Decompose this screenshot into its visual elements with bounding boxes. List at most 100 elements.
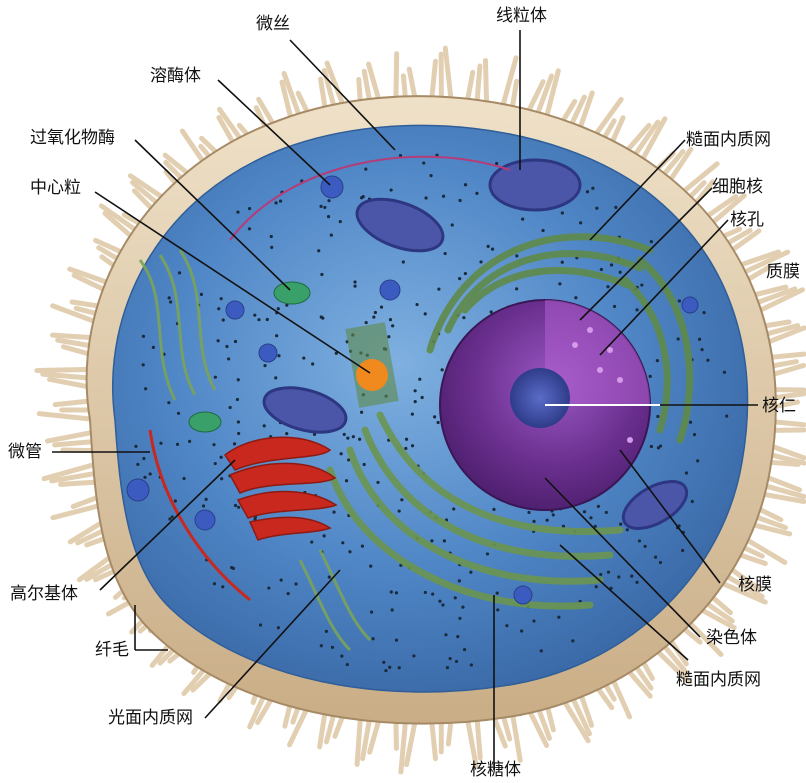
ribosome-dot — [446, 666, 449, 669]
label-smooth-er: 光面内质网 — [108, 708, 193, 728]
ribosome-dot — [421, 396, 424, 399]
ribosome-dot — [496, 608, 499, 611]
ribosome-dot — [630, 575, 633, 578]
ribosome-dot — [340, 452, 343, 455]
ribosome-dot — [644, 545, 647, 548]
ribosome-dot — [398, 509, 401, 512]
ribosome-dot — [458, 579, 461, 582]
ribosome-dot — [142, 457, 145, 460]
ribosome-dot — [237, 432, 240, 435]
ribosome-dot — [424, 312, 427, 315]
ribosome-dot — [227, 357, 230, 360]
ribosome-dot — [328, 576, 331, 579]
ribosome-dot — [430, 539, 433, 542]
ribosome-dot — [142, 335, 145, 338]
ribosome-dot — [418, 378, 421, 381]
ribosome-dot — [656, 359, 659, 362]
ribosome-dot — [205, 498, 208, 501]
ribosome-dot — [414, 400, 417, 403]
ribosome-dot — [562, 525, 565, 528]
ribosome-dot — [454, 596, 457, 599]
ribosome-dot — [237, 506, 240, 509]
ribosome-dot — [365, 321, 368, 324]
ribosome-dot — [371, 637, 374, 640]
ribosome-dot — [167, 401, 170, 404]
ribosome-dot — [234, 504, 237, 507]
ribosome-dot — [340, 655, 343, 658]
ribosome-dot — [257, 318, 260, 321]
ribosome-dot — [363, 463, 366, 466]
ribosome-dot — [302, 356, 305, 359]
ribosome-dot — [532, 619, 535, 622]
ribosome-dot — [441, 603, 444, 606]
ribosome-dot — [360, 196, 363, 199]
ribosome-dot — [725, 415, 728, 418]
ribosome-dot — [346, 663, 349, 666]
ribosome-dot — [597, 505, 600, 508]
ribosome-dot — [619, 271, 622, 274]
ribosome-dot — [248, 207, 251, 210]
ribosome-dot — [469, 571, 472, 574]
ribosome-dot — [310, 540, 313, 543]
label-golgi: 高尔基体 — [10, 584, 78, 604]
ribosome-dot — [571, 639, 574, 642]
ribosome-dot — [579, 221, 582, 224]
ribosome-dot — [236, 211, 239, 214]
ribosome-dot — [441, 368, 444, 371]
ribosome-dot — [331, 646, 334, 649]
ribosome-dot — [444, 252, 447, 255]
ribosome-dot — [332, 510, 335, 513]
ribosome-dot — [234, 340, 237, 343]
ribosome-dot — [390, 590, 393, 593]
ribosome-dot — [677, 337, 680, 340]
ribosome-dot — [479, 260, 482, 263]
ribosome-dot — [505, 624, 508, 627]
ribosome-dot — [221, 585, 224, 588]
ribosome-dot — [376, 481, 379, 484]
ribosome-dot — [168, 517, 171, 520]
ribosome-dot — [463, 648, 466, 651]
ribosome-dot — [398, 666, 401, 669]
ribosome-dot — [159, 442, 162, 445]
ribosome-dot — [424, 196, 427, 199]
ribosome-dot — [319, 205, 322, 208]
ribosome-dot — [552, 513, 555, 516]
ribosome-dot — [387, 335, 390, 338]
ribosome-dot — [617, 575, 620, 578]
ribosome-dot — [358, 438, 361, 441]
ribosome-dot — [404, 447, 407, 450]
ribosome-dot — [451, 223, 454, 226]
ribosome-dot — [698, 338, 701, 341]
ribosome-dot — [176, 443, 179, 446]
ribosome-dot — [591, 187, 594, 190]
label-cilia: 纤毛 — [95, 640, 129, 660]
ribosome-dot — [635, 308, 638, 311]
ribosome-dot — [685, 471, 688, 474]
ribosome-dot — [294, 582, 297, 585]
ribosome-dot — [444, 633, 447, 636]
ribosome-dot — [341, 541, 344, 544]
ribosome-dot — [702, 311, 705, 314]
label-ribosome: 核糖体 — [470, 760, 521, 780]
ribosome-dot — [600, 268, 603, 271]
ribosome-dot — [232, 567, 235, 570]
ribosome-dot — [411, 444, 414, 447]
ribosome-dot — [400, 498, 403, 501]
ribosome-dot — [586, 190, 589, 193]
ribosome-dot — [437, 288, 440, 291]
ribosome-dot — [346, 436, 349, 439]
ribosome-dot — [275, 334, 278, 337]
ribosome-dot — [431, 593, 434, 596]
ribosome-dot — [464, 183, 467, 186]
ribosome-dot — [391, 324, 394, 327]
ribosome-dot — [320, 273, 323, 276]
ribosome-dot — [723, 371, 726, 374]
ribosome-dot — [487, 245, 490, 248]
ribosome-dot — [693, 433, 696, 436]
ribosome-dot — [614, 206, 617, 209]
ribosome-dot — [449, 657, 452, 660]
ribosome-dot — [323, 206, 326, 209]
ribosome-dot — [178, 271, 181, 274]
ribosome-dot — [561, 211, 564, 214]
